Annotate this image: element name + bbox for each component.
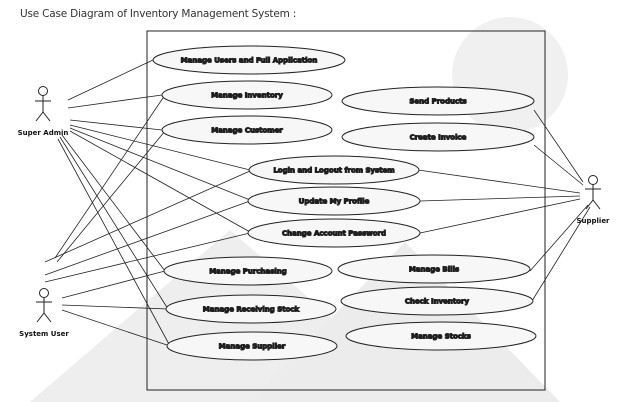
use-case-label: Update My Profile [299,198,370,206]
use-case-label: Create Invoice [410,134,467,142]
use-case-label: Manage Users and Full Application [181,57,318,65]
use-case-label: Change Account Password [282,230,386,238]
use-case-label: Login and Logout from System [273,167,394,175]
use-case-manage-stocks: Manage Stocks [345,321,537,351]
actor-label: System User [19,330,69,338]
use-case-label: Manage Customer [211,127,283,135]
actor-label: Supplier [576,217,610,225]
use-case-login-logout: Login and Logout from System [248,155,420,185]
system-boundary [146,30,546,391]
use-case-label: Send Products [409,98,466,106]
actor-head-icon [39,288,49,298]
use-case-manage-supplier: Manage Supplier [166,331,338,361]
page-title: Use Case Diagram of Inventory Management… [20,8,297,20]
use-case-manage-users: Manage Users and Full Application [152,45,346,75]
actor-head-icon [588,175,598,185]
use-case-label: Manage Purchasing [209,268,287,276]
actor-supplier: Supplier [576,175,610,225]
use-case-manage-receiving: Manage Receiving Stock [165,294,337,324]
use-case-manage-purchasing: Manage Purchasing [163,256,333,286]
use-case-label: Manage Bills [409,266,459,274]
use-case-change-password: Change Account Password [247,218,421,248]
actor-label: Super Admin [18,129,69,137]
use-case-label: Check Inventory [405,298,470,306]
actor-super-admin: Super Admin [18,86,69,137]
use-cases: Manage Users and Full Application Manage… [152,45,537,361]
use-case-label: Manage Supplier [219,343,286,351]
use-case-manage-bills: Manage Bills [337,254,531,284]
use-case-send-products: Send Products [341,86,535,116]
use-case-update-profile: Update My Profile [247,186,421,216]
use-case-manage-customer: Manage Customer [161,115,333,145]
actor-head-icon [38,86,48,96]
use-case-create-invoice: Create Invoice [341,122,535,152]
use-case-label: Manage Receiving Stock [203,306,300,314]
use-case-label: Manage Inventory [211,92,283,100]
actor-system-user: System User [19,288,69,338]
use-case-manage-inventory: Manage Inventory [161,80,333,110]
use-case-label: Manage Stocks [411,333,471,341]
association-lines [44,59,591,347]
use-case-check-inventory: Check Inventory [340,286,534,316]
